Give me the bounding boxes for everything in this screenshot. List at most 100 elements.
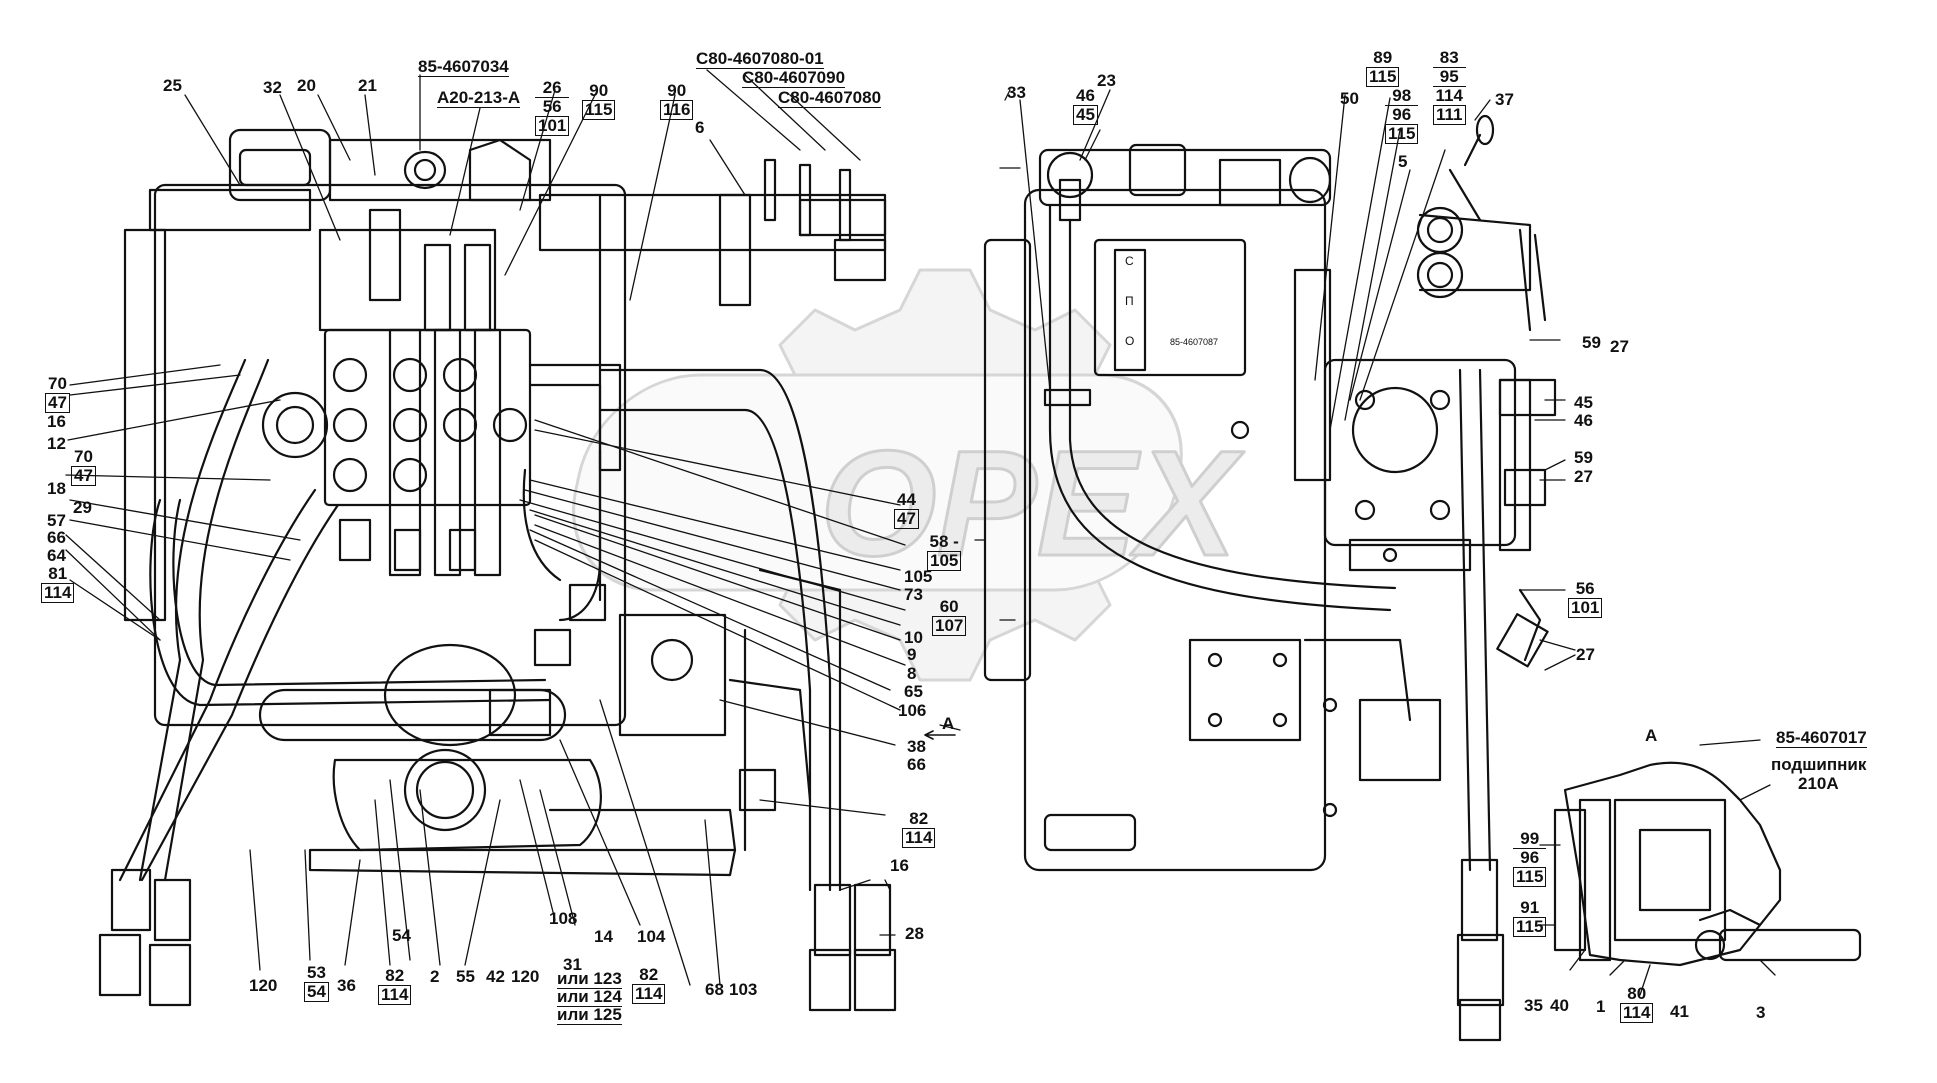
callout-55: 55 bbox=[456, 967, 475, 986]
callout-103: 103 bbox=[729, 980, 758, 999]
detail-a bbox=[1553, 761, 1862, 967]
shift-letter-p: П bbox=[1125, 294, 1134, 308]
callout-9: 9 bbox=[907, 645, 917, 664]
callout-23: 23 bbox=[1097, 71, 1116, 90]
shift-letter-s: С bbox=[1125, 254, 1134, 268]
tube-loop-right bbox=[528, 363, 622, 472]
main-housing bbox=[153, 183, 627, 727]
callout-16: 16 bbox=[47, 412, 66, 431]
callout-104: 104 bbox=[637, 927, 666, 946]
callout-41: 41 bbox=[1670, 1002, 1689, 1021]
callout-c80-4607080-01: С80-4607080-01 bbox=[696, 49, 824, 69]
callout-64: 64 bbox=[47, 546, 66, 565]
callout-66b: 66 bbox=[907, 755, 926, 774]
lever-rod-vertical bbox=[1458, 368, 1472, 872]
callout-120: 120 bbox=[249, 976, 278, 995]
callout-106: 106 bbox=[898, 701, 927, 720]
callout-c80-4607090: С80-4607090 bbox=[742, 68, 846, 88]
callout-27c: 27 bbox=[1576, 645, 1595, 664]
callout-a20-213-a: А20-213-А bbox=[437, 88, 521, 108]
callout-85-4607034: 85-4607034 bbox=[418, 57, 509, 77]
callout-21: 21 bbox=[358, 76, 377, 95]
callout-14: 14 bbox=[594, 927, 613, 946]
callout-ili-125: или 125 bbox=[557, 1005, 622, 1025]
callout-8: 8 bbox=[907, 664, 917, 683]
callout-32: 32 bbox=[263, 78, 282, 97]
callout-45: 45 bbox=[1574, 393, 1593, 412]
detail-a-handle bbox=[1718, 928, 1862, 962]
pump-body bbox=[332, 758, 602, 852]
callout-27b: 27 bbox=[1574, 467, 1593, 486]
callout-detail-a: А bbox=[1645, 726, 1658, 745]
panel-tag: 85-4607087 bbox=[1170, 337, 1218, 347]
callout-73: 73 bbox=[904, 585, 923, 604]
tube-large-loop bbox=[598, 368, 832, 892]
callout-59b: 59 bbox=[1574, 448, 1593, 467]
callout-57: 57 bbox=[47, 511, 66, 530]
watermark-text: OPEX bbox=[820, 419, 1245, 587]
callout-37: 37 bbox=[1495, 90, 1514, 109]
view-a-arrow bbox=[924, 730, 956, 740]
callout-210a: 210А bbox=[1798, 774, 1839, 793]
callout-12: 12 bbox=[47, 434, 66, 453]
callout-25: 25 bbox=[163, 76, 182, 95]
callout-16b: 16 bbox=[890, 856, 909, 875]
callout-a-arrow: А bbox=[942, 714, 955, 733]
callout-35: 35 bbox=[1524, 996, 1543, 1015]
callout-6: 6 bbox=[695, 118, 705, 137]
side-cover bbox=[1323, 358, 1517, 547]
callout-18: 18 bbox=[47, 479, 66, 498]
shift-lever-tube bbox=[1048, 203, 1392, 612]
callout-66: 66 bbox=[47, 528, 66, 547]
callout-28: 28 bbox=[905, 924, 924, 943]
shift-lever-37 bbox=[1463, 133, 1482, 167]
callout-50: 50 bbox=[1340, 89, 1359, 108]
callout-ili-124: или 124 bbox=[557, 987, 622, 1007]
callout-65: 65 bbox=[904, 682, 923, 701]
shift-panel bbox=[1093, 238, 1247, 377]
callout-1: 1 bbox=[1596, 997, 1606, 1016]
left-view bbox=[98, 128, 897, 1012]
tube-loop-left bbox=[149, 498, 552, 707]
callout-105: 105 bbox=[904, 567, 933, 586]
leader-lines bbox=[65, 69, 1776, 996]
callout-3: 3 bbox=[1756, 1003, 1766, 1022]
callout-120b: 120 bbox=[511, 967, 540, 986]
callout-ili-123: или 123 bbox=[557, 969, 622, 989]
callout-33: 33 bbox=[1007, 83, 1026, 102]
callout-36: 36 bbox=[337, 976, 356, 995]
callout-5: 5 bbox=[1398, 152, 1408, 171]
watermark-logo: OPEX bbox=[572, 268, 1246, 682]
callout-58-105: 58 -105 bbox=[927, 533, 962, 571]
middle-view bbox=[983, 143, 1442, 872]
callout-85-4607017: 85-4607017 bbox=[1776, 728, 1867, 748]
callout-27: 27 bbox=[1610, 337, 1629, 356]
callout-38: 38 bbox=[907, 737, 926, 756]
callout-c80-4607080: С80-4607080 bbox=[778, 88, 882, 108]
callout-54: 54 bbox=[392, 926, 411, 945]
callout-108: 108 bbox=[549, 909, 578, 928]
detail-a-housing bbox=[1563, 761, 1782, 967]
callout-29: 29 bbox=[73, 498, 92, 517]
control-rod-body bbox=[538, 193, 887, 252]
callout-59: 59 bbox=[1582, 333, 1601, 352]
